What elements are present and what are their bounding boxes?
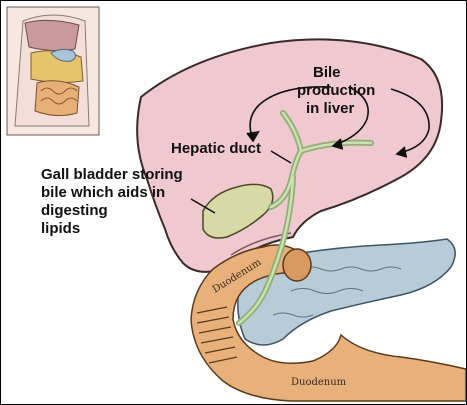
inset-liver — [25, 20, 79, 50]
torso-inset — [7, 7, 99, 135]
hepatic-duct-label: Hepatic duct — [171, 140, 261, 157]
duodenum-lower-label: Duodenum — [291, 377, 347, 388]
